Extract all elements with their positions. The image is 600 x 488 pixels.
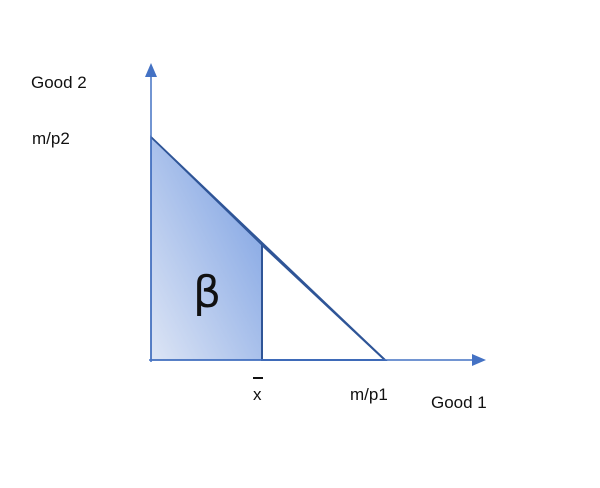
y-axis-title: Good 2 [31,73,87,92]
budget-line [150,136,386,361]
x-bar-overline [253,377,263,379]
beta-region [150,135,263,361]
x-bar-label: x [253,385,262,404]
x-axis-title: Good 1 [431,393,487,412]
x-intercept-label: m/p1 [350,385,388,404]
x-axis-arrowhead [472,354,486,366]
beta-label: β [193,267,222,318]
y-axis-arrowhead [145,63,157,77]
y-intercept-label: m/p2 [32,129,70,148]
